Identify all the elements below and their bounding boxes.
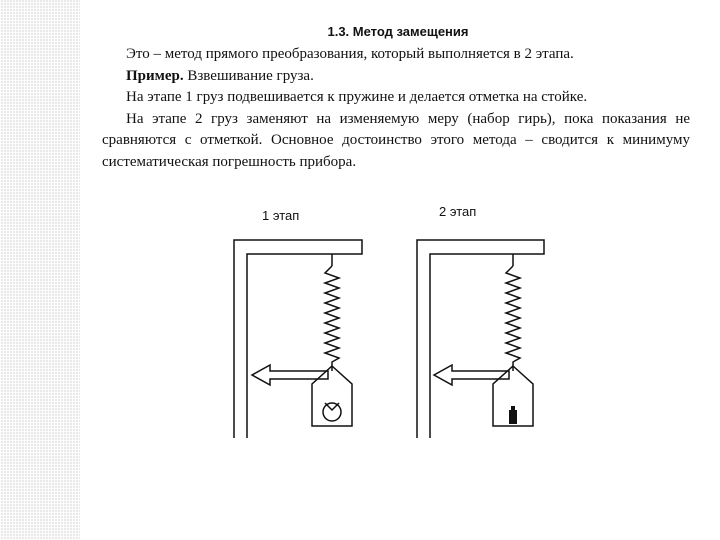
paragraph-example: Пример. Взвешивание груза. — [102, 66, 690, 88]
stage-1-spring — [322, 265, 342, 371]
paragraph-stage-1: На этапе 1 груз подвешивается к пружине … — [126, 89, 588, 105]
paragraph-stage-2: На этапе 2 груз заменяют на изменяемую м… — [102, 110, 690, 170]
stage-1-load — [311, 364, 353, 427]
paragraph-method-definition: Это – метод прямого преобразования, кото… — [126, 46, 574, 62]
section-title: 1.3. Метод замещения — [327, 24, 469, 39]
stage-1-diagram: 1 этап — [233, 208, 363, 438]
stage-1-label: 1 этап — [262, 208, 299, 223]
stage-1-stand — [233, 239, 363, 438]
stage-2-diagram: 2 этап — [416, 204, 545, 438]
decorative-side-strip — [0, 0, 80, 540]
example-text: Взвешивание груза. — [183, 67, 314, 84]
body-text: Это – метод прямого преобразования, кото… — [102, 44, 690, 173]
stage-1-pointer-arrow — [250, 363, 329, 387]
stage-2-label: 2 этап — [439, 204, 476, 219]
stage-2-stand — [416, 239, 545, 438]
substitution-method-diagram: 1 этап 2 этап — [233, 204, 545, 438]
stage-2-load — [492, 364, 534, 427]
example-label: Пример. — [126, 67, 184, 84]
stage-2-spring — [503, 265, 523, 371]
stage-2-weight-set — [509, 410, 517, 424]
stage-2-pointer-arrow — [432, 363, 510, 387]
stage-1-load-dial — [322, 402, 342, 422]
